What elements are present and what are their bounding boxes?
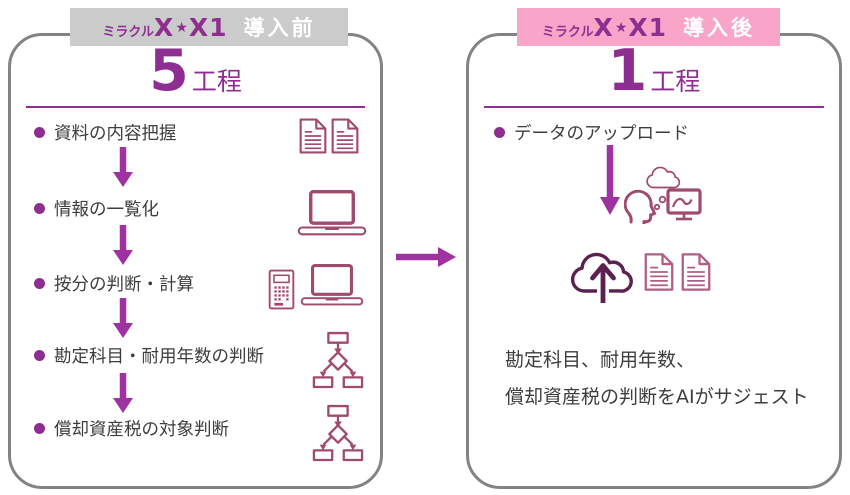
down-arrow-icon <box>111 147 135 187</box>
brand-x: X <box>154 12 175 42</box>
after-tag-label: 導入後 <box>683 16 756 40</box>
brand-x: X <box>593 12 614 42</box>
document-icon <box>644 253 674 291</box>
step-bullet <box>34 127 45 138</box>
brand-x1: X1 <box>188 12 228 42</box>
step-label: 勘定科目・耐用年数の判断 <box>54 347 264 367</box>
step-item-5: 償却資産税の対象判断 <box>34 416 229 441</box>
flowchart-icon <box>312 331 364 389</box>
flowchart-icon <box>312 404 364 462</box>
laptop-icon <box>300 264 364 306</box>
cloud-upload-icon <box>570 252 633 303</box>
panel-before <box>8 33 383 489</box>
step-bullet <box>34 203 45 214</box>
brand-prefix: ミラクル <box>541 24 594 40</box>
step-item-2: 情報の一覧化 <box>34 196 159 221</box>
step-item-4: 勘定科目・耐用年数の判断 <box>34 343 264 368</box>
ai-note: 勘定科目、耐用年数、 償却資産税の判断をAIがサジェスト <box>505 342 809 416</box>
step-label: 償却資産税の対象判断 <box>54 420 229 440</box>
down-arrow-icon <box>600 145 620 215</box>
step-bullet <box>34 278 45 289</box>
step-item-1: 資料の内容把握 <box>34 120 177 145</box>
calculator-icon <box>268 269 295 310</box>
document-icon <box>299 118 327 154</box>
after-divider-rule <box>484 106 824 108</box>
transition-arrow-icon <box>396 247 456 267</box>
ai-suggest-icon <box>624 166 702 224</box>
down-arrow-icon <box>111 373 135 413</box>
ai-note-line-2: 償却資産税の判断をAIがサジェスト <box>505 386 809 408</box>
brand-prefix: ミラクル <box>102 24 155 40</box>
after-step-item-1: データのアップロード <box>494 120 689 145</box>
panel-after <box>466 33 842 489</box>
document-icon <box>331 118 359 154</box>
before-divider-rule <box>26 106 365 108</box>
before-process-count: 5 工程 <box>8 38 383 104</box>
step-label: 情報の一覧化 <box>54 200 159 220</box>
before-count-unit: 工程 <box>191 67 242 96</box>
step-bullet <box>494 127 505 138</box>
step-label: データのアップロード <box>514 124 689 144</box>
after-process-count: 1 工程 <box>466 38 842 104</box>
brand-x1: X1 <box>628 12 668 42</box>
step-item-3: 按分の判断・計算 <box>34 271 194 296</box>
before-count-number: 5 <box>149 38 189 104</box>
step-bullet <box>34 350 45 361</box>
step-bullet <box>34 423 45 434</box>
star-icon: ★ <box>614 19 628 36</box>
before-tag-label: 導入前 <box>243 16 316 40</box>
laptop-icon <box>297 190 367 236</box>
document-icon <box>681 253 711 291</box>
ai-note-line-1: 勘定科目、耐用年数、 <box>505 349 696 371</box>
after-count-number: 1 <box>607 38 648 104</box>
down-arrow-icon <box>111 225 135 265</box>
down-arrow-icon <box>111 298 135 338</box>
step-label: 按分の判断・計算 <box>54 275 194 295</box>
after-count-unit: 工程 <box>650 67 701 96</box>
step-label: 資料の内容把握 <box>54 124 177 144</box>
star-icon: ★ <box>175 19 188 36</box>
